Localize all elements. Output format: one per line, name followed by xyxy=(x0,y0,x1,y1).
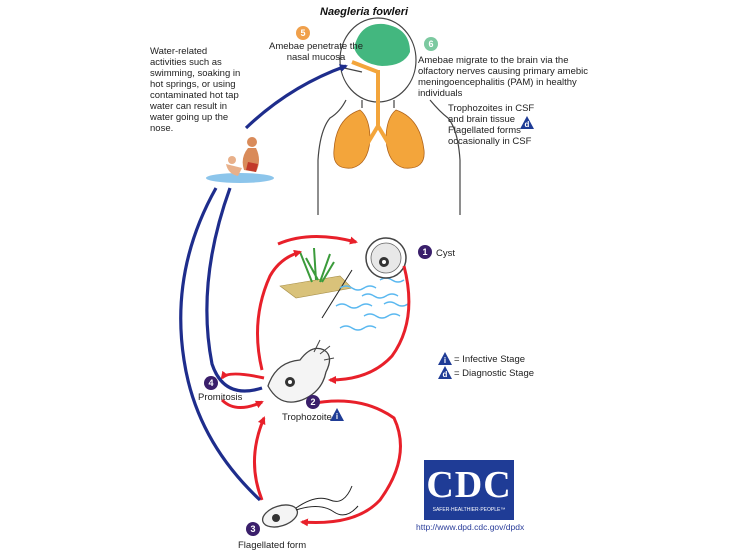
step-6-label: Amebae migrate to the brain via the olfa… xyxy=(418,55,589,99)
svg-text:i: i xyxy=(444,356,446,365)
red-cycle-arrows xyxy=(220,234,411,527)
water-activity-note: Water-related activities such as swimmin… xyxy=(150,46,241,134)
step-3-label: Flagellated form xyxy=(238,540,307,551)
water-waves xyxy=(335,277,409,331)
step-3-badge: 3 xyxy=(246,522,260,536)
diagnostic-note: Trophozoites in CSF and brain tissue Fla… xyxy=(448,103,535,147)
step-2-label: Trophozoite xyxy=(282,412,332,423)
legend-infective-icon: i xyxy=(438,352,452,365)
step-5-badge: 5 xyxy=(296,26,310,40)
cyst-organism xyxy=(365,237,407,279)
blue-infection-arrows xyxy=(179,64,348,502)
step-2-badge: 2 xyxy=(306,395,320,409)
swimmer-illustration xyxy=(206,137,274,183)
diagnostic-stage-icon: d xyxy=(520,116,534,129)
step-4-label: Promitosis xyxy=(198,392,243,403)
human-body-figure xyxy=(317,17,461,215)
legend-infective-label: = Infective Stage xyxy=(454,354,526,365)
svg-text:i: i xyxy=(336,412,338,421)
cdc-tagline: SAFER·HEALTHIER·PEOPLE™ xyxy=(432,507,506,513)
step-1-badge: 1 xyxy=(418,245,432,259)
step-4-badge: 4 xyxy=(204,376,218,390)
step-1-label: Cyst xyxy=(436,248,455,259)
step-5-label: Amebae penetrate the nasal mucosa xyxy=(268,41,363,63)
cdc-logo-text: CDC xyxy=(426,464,512,506)
infective-stage-icon: i xyxy=(330,408,344,421)
cdc-url-link[interactable]: http://www.dpd.cdc.gov/dpdx xyxy=(416,522,525,532)
flagellated-form-organism xyxy=(261,485,359,528)
legend-diagnostic-label: = Diagnostic Stage xyxy=(454,368,535,379)
cdc-logo: CDC SAFER·HEALTHIER·PEOPLE™ xyxy=(424,460,514,520)
step-6-badge: 6 xyxy=(424,37,438,51)
svg-text:d: d xyxy=(443,370,448,379)
legend-diagnostic-icon: d xyxy=(438,366,452,379)
svg-text:d: d xyxy=(525,120,530,129)
trophozoite-organism xyxy=(267,339,335,403)
species-title: Naegleria fowleri xyxy=(320,6,409,18)
